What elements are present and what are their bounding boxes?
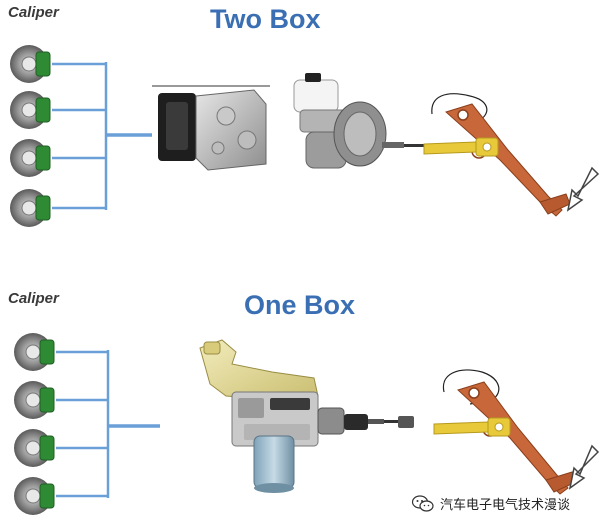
caliper-two-box-1 <box>10 45 51 83</box>
wechat-icon <box>412 494 434 512</box>
caliper-two-box-2 <box>10 91 51 129</box>
caliper-label-one-box: Caliper <box>8 290 59 307</box>
caliper-one-box-1 <box>14 333 55 371</box>
one-box-title: One Box <box>244 290 356 320</box>
two-box-section <box>10 45 600 227</box>
brake-pedal-one-box <box>433 369 600 495</box>
one-box-brake-lines <box>56 350 160 498</box>
caliper-two-box-3 <box>10 139 51 177</box>
esc-module <box>152 85 270 171</box>
two-box-title: Two Box <box>210 4 321 34</box>
caliper-two-box-4 <box>10 189 51 227</box>
booster-master-cylinder <box>293 73 424 169</box>
integrated-brake-unit <box>199 339 414 493</box>
watermark: 汽车电子电气技术漫谈 <box>412 494 570 513</box>
watermark-text: 汽车电子电气技术漫谈 <box>440 498 571 513</box>
two-box-brake-lines <box>52 62 152 210</box>
brake-pedal-two-box <box>423 93 600 217</box>
caliper-label-two-box: Caliper <box>8 4 59 21</box>
one-box-section <box>14 333 600 515</box>
caliper-one-box-3 <box>14 429 55 467</box>
caliper-one-box-4 <box>14 477 55 515</box>
caliper-one-box-2 <box>14 381 55 419</box>
